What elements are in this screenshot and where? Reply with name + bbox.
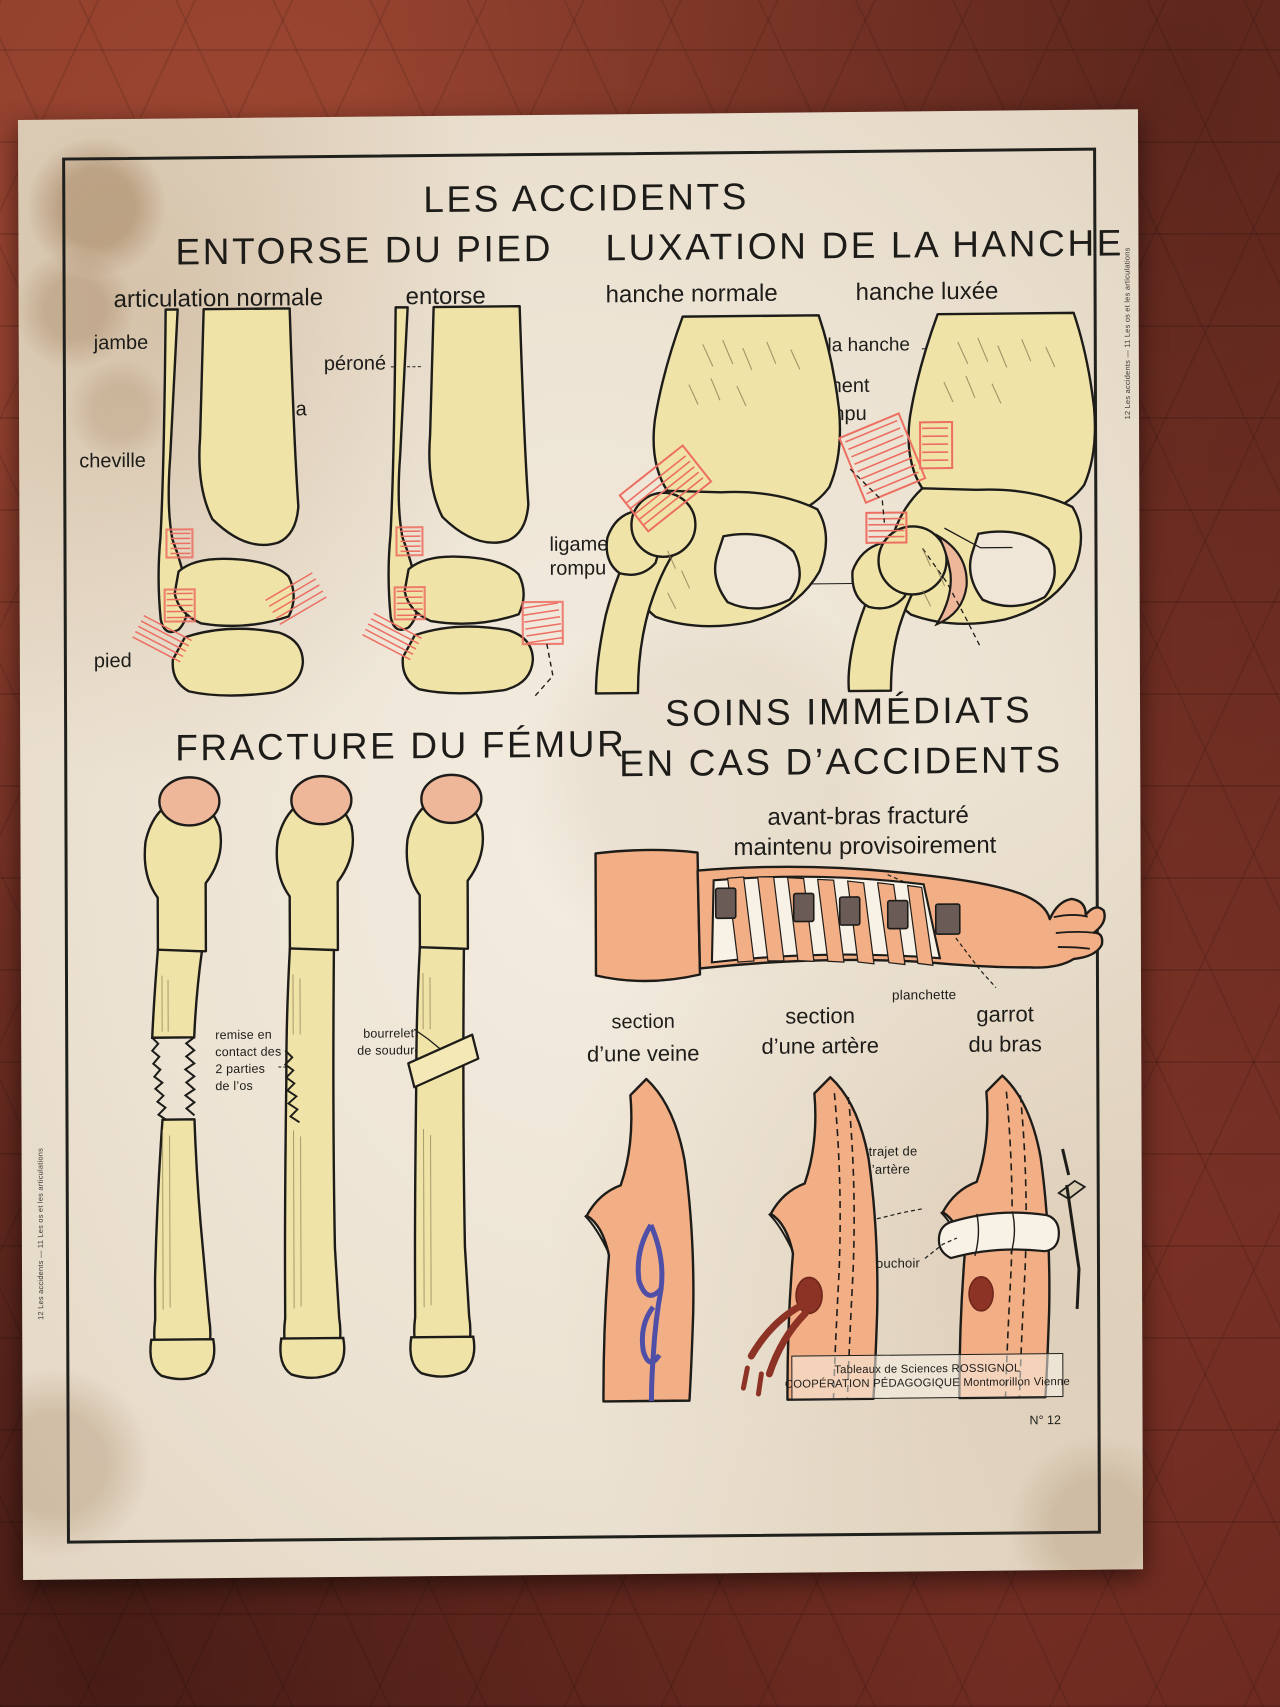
case-title-garrot-line1: garrot xyxy=(976,1001,1034,1027)
diagram-section-artere xyxy=(740,1076,925,1401)
section-title-soins-line2: EN CAS D’ACCIDENTS xyxy=(619,739,1063,785)
diagram-femur-fracture-series xyxy=(143,773,485,1381)
case-title-veine-line2: d’une veine xyxy=(586,1040,700,1067)
page-title: LES ACCIDENTS xyxy=(423,175,750,221)
section-title-fracture: FRACTURE DU FÉMUR xyxy=(175,723,627,769)
poster-content-stage: LES ACCIDENTS ENTORSE DU PIED LUXATION D… xyxy=(65,151,1124,1541)
caption-hanche-luxee: hanche luxée xyxy=(855,277,999,306)
plate-number: N° 12 xyxy=(1029,1413,1061,1428)
case-title-garrot-line2: du bras xyxy=(968,1031,1042,1057)
diagram-sprained-ankle xyxy=(362,304,564,697)
diagram-dislocated-hip xyxy=(838,311,1097,693)
publisher-plate: Tableaux de Sciences ROSSIGNOL COOPÉRATI… xyxy=(785,1353,1070,1400)
caption-hanche-normale: hanche normale xyxy=(605,279,778,309)
case-title-artere-line2: d’une artère xyxy=(761,1032,879,1059)
diagram-splinted-forearm xyxy=(594,848,1106,989)
section-title-luxation: LUXATION DE LA HANCHE xyxy=(605,222,1125,269)
diagram-normal-ankle xyxy=(132,307,327,697)
section-title-entorse: ENTORSE DU PIED xyxy=(175,227,554,273)
case-title-veine-line1: section xyxy=(611,1010,675,1034)
publisher-line-2: COOPÉRATION PÉDAGOGIQUE Montmorillon Vie… xyxy=(784,1375,1070,1391)
caption-avant-bras-line1: avant-bras fracturé xyxy=(767,801,969,831)
publisher-line-1: Tableaux de Sciences ROSSIGNOL xyxy=(834,1362,1021,1377)
anatomical-teaching-poster: 12 Les accidents — 11 Les os et les arti… xyxy=(18,109,1144,1581)
section-title-soins-line1: SOINS IMMÉDIATS xyxy=(664,689,1033,734)
poster-inner-frame: LES ACCIDENTS ENTORSE DU PIED LUXATION D… xyxy=(62,147,1124,1544)
diagram-normal-hip xyxy=(594,314,842,695)
edge-caption-left: 12 Les accidents — 11 Les os et les arti… xyxy=(35,1147,46,1320)
diagram-section-veine xyxy=(584,1077,695,1403)
case-title-artere-line1: section xyxy=(785,1003,856,1029)
diagram-garrot-du-bras xyxy=(924,1074,1087,1400)
